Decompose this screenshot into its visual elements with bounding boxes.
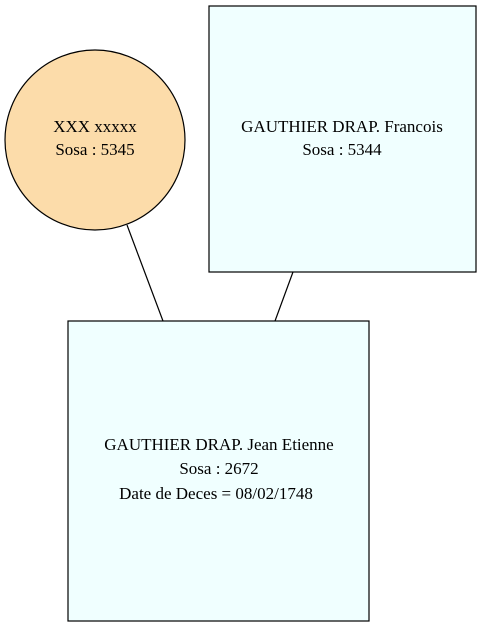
node-child-sosa: Sosa : 2672 xyxy=(179,459,258,478)
node-father-shape xyxy=(208,5,477,273)
node-child[interactable]: GAUTHIER DRAP. Jean Etienne Sosa : 2672 … xyxy=(67,320,370,622)
edge-father-to-child xyxy=(274,271,294,322)
node-mother-shape xyxy=(4,49,186,231)
node-father-name: GAUTHIER DRAP. Francois xyxy=(241,117,443,136)
node-mother[interactable]: XXX xxxxx Sosa : 5345 xyxy=(4,49,186,231)
node-mother-name: XXX xxxxx xyxy=(53,117,137,136)
node-child-name: GAUTHIER DRAP. Jean Etienne xyxy=(104,435,333,454)
node-child-shape xyxy=(67,320,370,622)
edge-mother-to-child xyxy=(126,224,164,322)
node-mother-sosa: Sosa : 5345 xyxy=(55,140,134,159)
node-father-sosa: Sosa : 5344 xyxy=(302,140,382,159)
node-child-death-date: Date de Deces = 08/02/1748 xyxy=(119,484,313,503)
node-father[interactable]: GAUTHIER DRAP. Francois Sosa : 5344 xyxy=(208,5,477,273)
